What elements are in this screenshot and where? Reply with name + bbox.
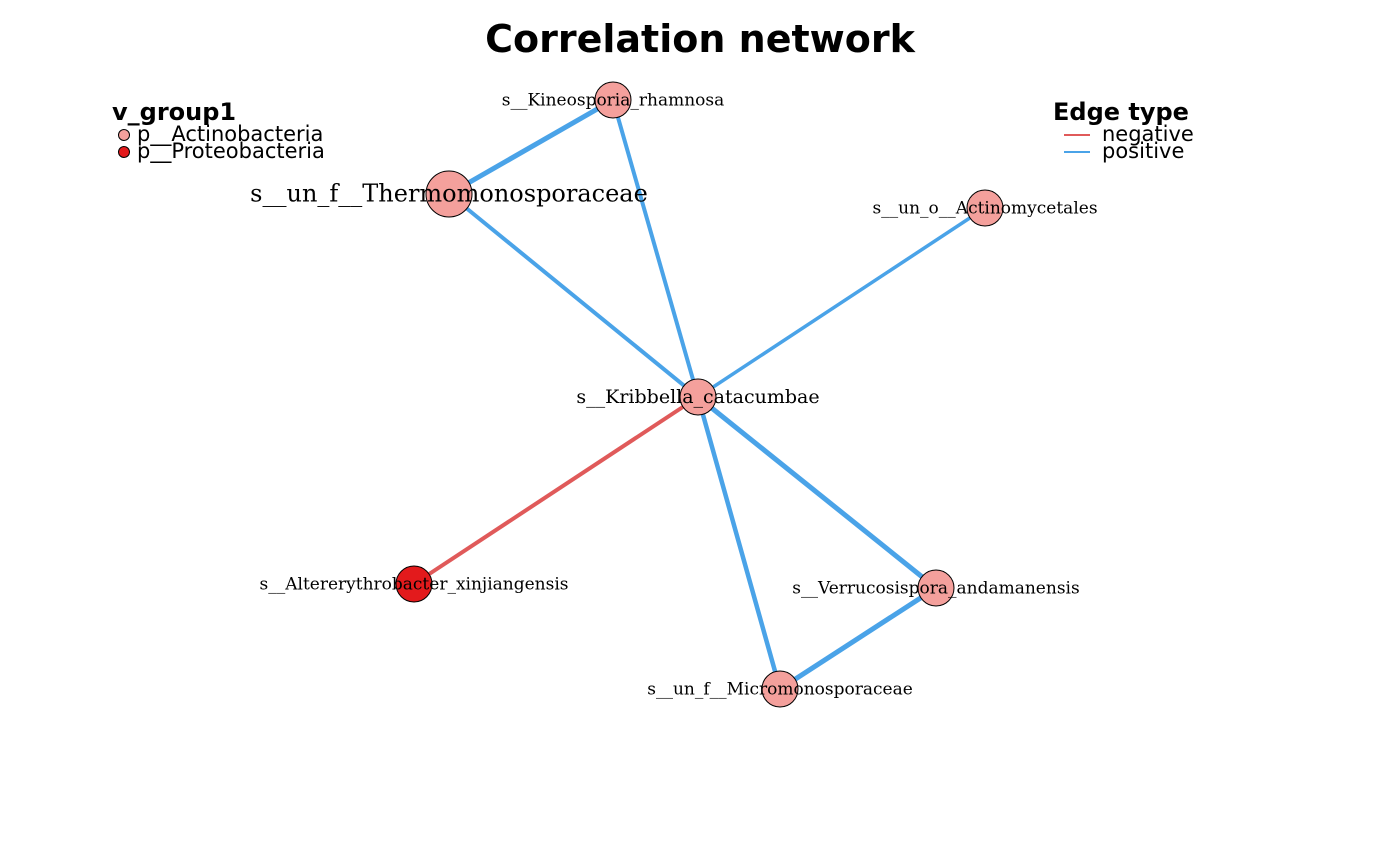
edge-thermomonosporaceae-kineosporia bbox=[447, 97, 615, 197]
node-label-kineosporia: s__Kineosporia_rhamnosa bbox=[502, 90, 725, 110]
node-label-actinomycetales: s__un_o__Actinomycetales bbox=[872, 198, 1097, 218]
edge-actinomycetales-kribbella bbox=[697, 206, 986, 399]
legend-swatch-actinobacteria bbox=[118, 129, 130, 141]
edge-legend-title: Edge type bbox=[1053, 98, 1189, 126]
node-label-micromonosporaceae: s__un_f__Micromonosporaceae bbox=[647, 679, 913, 699]
node-thermomonosporaceae[interactable] bbox=[425, 170, 473, 218]
node-label-kribbella: s__Kribbella_catacumbae bbox=[576, 386, 819, 408]
legend-label-positive: positive bbox=[1102, 139, 1184, 163]
edge-verrucosispora-micromonosporaceae bbox=[778, 585, 938, 692]
node-label-altererythrobacter: s__Altererythrobacter_xinjiangensis bbox=[260, 574, 569, 594]
edge-kribbella-altererythrobacter bbox=[412, 395, 700, 586]
edges-layer bbox=[412, 97, 986, 692]
node-actinomycetales[interactable] bbox=[966, 189, 1004, 227]
labels-layer: s__Kineosporia_rhamnosa s__un_f__Thermomo… bbox=[250, 90, 1097, 699]
node-kineosporia[interactable] bbox=[594, 81, 632, 119]
node-label-verrucosispora: s__Verrucosispora_andamanensis bbox=[792, 578, 1079, 598]
legend-label-proteobacteria: p__Proteobacteria bbox=[137, 139, 325, 164]
node-label-thermomonosporaceae: s__un_f__Thermomonosporaceae bbox=[250, 180, 648, 208]
legend-label-actinobacteria: p__Actinobacteria bbox=[137, 122, 323, 147]
node-micromonosporaceae[interactable] bbox=[761, 670, 799, 708]
edge-kribbella-verrucosispora bbox=[696, 395, 938, 590]
node-altererythrobacter[interactable] bbox=[395, 565, 433, 603]
legend-label-negative: negative bbox=[1102, 122, 1194, 146]
edge-kineosporia-kribbella bbox=[611, 99, 700, 398]
nodes-layer bbox=[395, 81, 1004, 708]
edge-kribbella-micromonosporaceae bbox=[695, 396, 783, 690]
group-legend: v_group1 p__Actinobacteria p__Proteobact… bbox=[112, 98, 325, 164]
node-verrucosispora[interactable] bbox=[917, 569, 955, 607]
edge-legend: Edge type negative positive bbox=[1053, 98, 1194, 163]
group-legend-title: v_group1 bbox=[112, 98, 236, 126]
chart-title: Correlation network bbox=[485, 17, 915, 61]
edge-thermomonosporaceae-kribbella bbox=[447, 192, 700, 399]
legend-swatch-proteobacteria bbox=[118, 146, 130, 158]
node-kribbella[interactable] bbox=[679, 378, 717, 416]
